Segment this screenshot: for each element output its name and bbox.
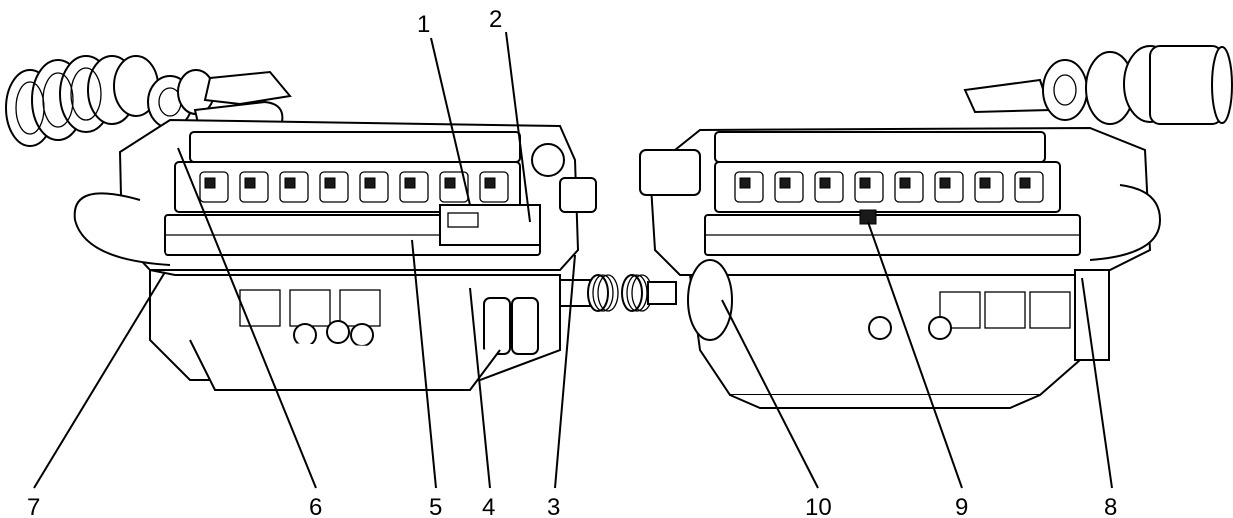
callout-4: 4 bbox=[482, 494, 495, 518]
leader-line-2 bbox=[505, 31, 531, 223]
leader-line-10 bbox=[721, 299, 819, 489]
callout-7: 7 bbox=[27, 494, 40, 518]
engine-right-view bbox=[621, 45, 1233, 409]
leader-line-5 bbox=[411, 239, 437, 489]
leader-line-8 bbox=[1081, 277, 1113, 489]
right-cylinder-heads bbox=[714, 131, 1061, 213]
callout-labels: 1 2 3 4 5 6 7 8 9 10 bbox=[27, 6, 1117, 518]
leader-line-3 bbox=[554, 254, 576, 489]
leader-lines bbox=[33, 31, 1113, 489]
engine-left-view bbox=[5, 55, 619, 391]
leader-line-6 bbox=[177, 147, 317, 489]
callout-1: 1 bbox=[417, 11, 430, 38]
leader-line-4 bbox=[469, 287, 491, 489]
leader-line-7 bbox=[33, 271, 166, 489]
leader-line-9 bbox=[867, 221, 963, 489]
callout-3: 3 bbox=[547, 494, 560, 518]
callout-9: 9 bbox=[955, 494, 968, 518]
right-coupling bbox=[621, 274, 653, 312]
callout-8: 8 bbox=[1104, 494, 1117, 518]
callout-10: 10 bbox=[805, 494, 832, 518]
left-cylinder-heads bbox=[174, 131, 521, 213]
leader-line-1 bbox=[430, 37, 471, 206]
callout-5: 5 bbox=[429, 494, 442, 518]
callout-2: 2 bbox=[489, 6, 502, 33]
right-air-filter-group bbox=[963, 45, 1233, 125]
left-coupling bbox=[587, 274, 619, 312]
left-air-filter-group bbox=[5, 55, 292, 147]
callout-6: 6 bbox=[309, 494, 322, 518]
